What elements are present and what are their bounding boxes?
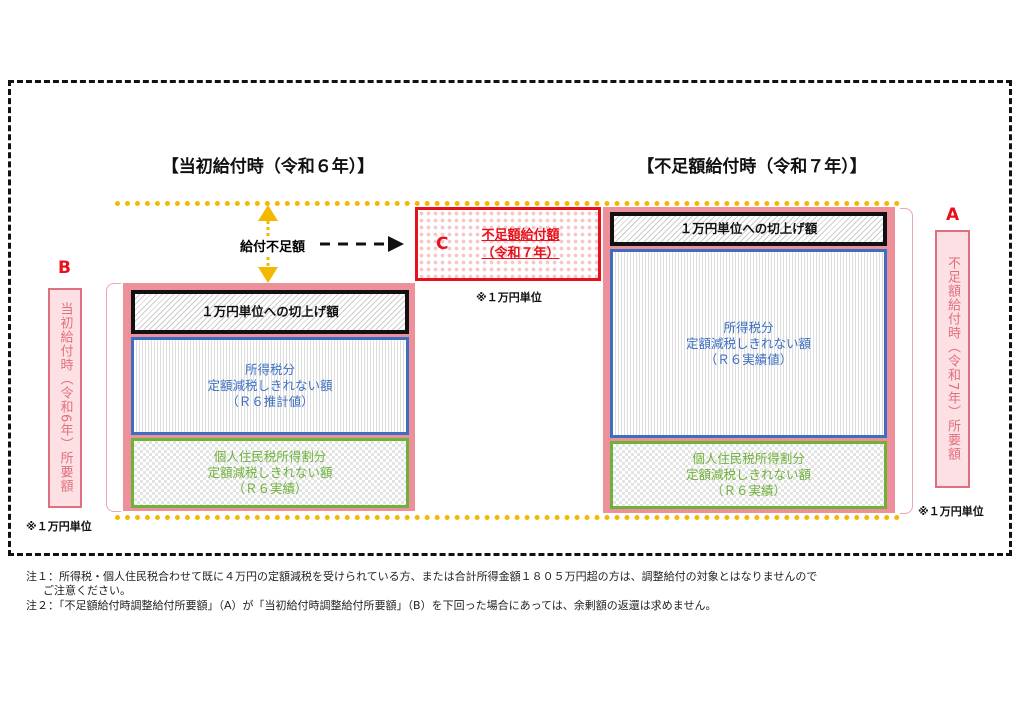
note-2: 注２：「不足額給付時調整給付所要額」（A）が「当初給付時調整給付所要額」（B）を… — [26, 599, 717, 612]
text: 所得税分 — [723, 319, 774, 335]
text: 定額減税しきれない額 — [207, 378, 333, 393]
right-unit-note: ※１万円単位 — [918, 505, 984, 518]
left-unit-note: ※１万円単位 — [26, 520, 92, 533]
shortfall-required-amount-label: 不足額給付時（令和7年）所要額 — [935, 230, 970, 488]
right-roundup-box: １万円単位への切上げ額 — [610, 212, 887, 246]
top-dotted-line — [115, 201, 900, 206]
text: （Ｒ６実績値） — [704, 351, 793, 367]
shortfall-payment-box: C 不足額給付額 （令和７年） — [415, 207, 601, 281]
left-resident-tax-box: 個人住民税所得割分定額減税しきれない額（Ｒ６実績） — [131, 438, 409, 508]
c-unit-note: ※１万円単位 — [476, 291, 542, 304]
text: （Ｒ６実績） — [232, 481, 308, 496]
roundup-text: １万円単位への切上げ額 — [679, 221, 818, 236]
text: （Ｒ６推計値） — [226, 394, 314, 409]
label-c: C — [436, 234, 449, 254]
right-brace — [900, 208, 913, 514]
left-brace — [106, 283, 121, 512]
roundup-text: １万円単位への切上げ額 — [201, 304, 339, 319]
label-a: A — [946, 205, 960, 225]
text: （Ｒ６実績） — [710, 483, 786, 498]
c-line1: 不足額給付額 — [481, 228, 560, 243]
bottom-dotted-line — [115, 515, 900, 520]
note-1: 注１：所得税・個人住民税合わせて既に４万円の定額減税を受けられている方、または合… — [26, 570, 818, 583]
shortfall-label: 給付不足額 — [240, 236, 306, 255]
right-income-tax-box: 所得税分定額減税しきれない額（Ｒ６実績値） — [610, 249, 887, 438]
label-b: B — [58, 258, 71, 278]
dashed-arrow-icon — [320, 236, 404, 252]
left-title: 【当初給付時（令和６年）】 — [161, 157, 375, 177]
text: 個人住民税所得割分 — [692, 451, 805, 466]
text: 個人住民税所得割分 — [213, 449, 327, 464]
initial-required-amount-label: 当初給付時（令和6年）所要額 — [48, 288, 82, 508]
c-line2: （令和７年） — [481, 246, 560, 261]
diagram-frame — [8, 80, 1012, 556]
right-title: 【不足額給付時（令和７年）】 — [637, 157, 867, 177]
note-1-cont: ご注意ください。 — [43, 584, 131, 597]
left-roundup-box: １万円単位への切上げ額 — [131, 290, 409, 334]
shortfall-double-arrow-icon — [258, 205, 278, 283]
text: 定額減税しきれない額 — [685, 467, 811, 482]
text: 定額減税しきれない額 — [207, 465, 333, 480]
right-resident-tax-box: 個人住民税所得割分定額減税しきれない額（Ｒ６実績） — [610, 441, 887, 509]
text: 所得税分 — [244, 362, 295, 377]
left-income-tax-box: 所得税分定額減税しきれない額（Ｒ６推計値） — [131, 337, 409, 435]
text: 定額減税しきれない額 — [685, 335, 811, 351]
